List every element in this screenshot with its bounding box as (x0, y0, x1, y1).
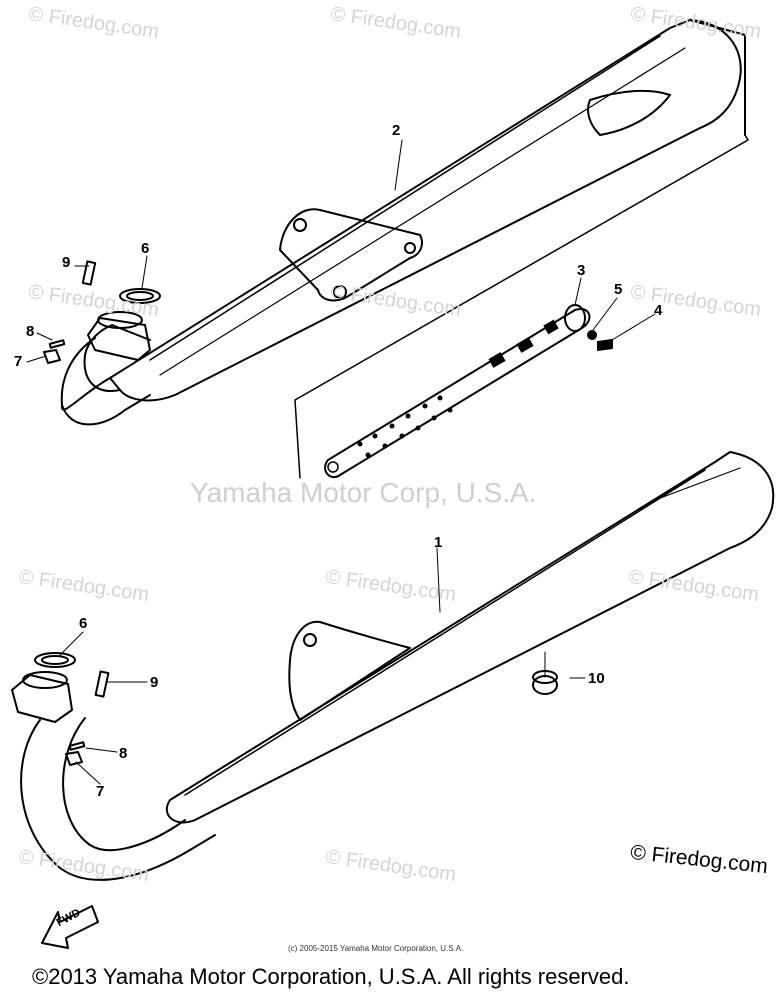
callout-9: 9 (150, 674, 159, 691)
upper-nut (43, 349, 61, 364)
baffle-box-outline (294, 134, 749, 479)
callout-8: 8 (26, 323, 35, 340)
lower-washer (68, 741, 86, 751)
fwd-arrow-shape (41, 905, 99, 949)
upper-muffler-highlight (149, 35, 661, 361)
callout-6: 6 (79, 615, 88, 632)
upper-stud (81, 260, 97, 286)
lower-flange (11, 674, 73, 723)
upper-exhaust-pipe (83, 324, 151, 392)
upper-muffler-highlight-2 (159, 47, 686, 376)
upper-gasket (119, 288, 161, 304)
callout-9: 9 (62, 254, 71, 271)
lower-muffler-highlight (184, 469, 706, 796)
callout-4: 4 (654, 302, 663, 319)
callout-5: 5 (614, 281, 623, 298)
callout-2: 2 (392, 122, 401, 139)
center-watermark: Yamaha Motor Corp, U.S.A. (190, 477, 537, 508)
callout-10: 10 (588, 670, 605, 687)
callout-7: 7 (96, 783, 105, 800)
upper-bracket (279, 208, 423, 302)
baffle-washer (587, 330, 597, 340)
upper-flange (87, 317, 151, 361)
footer-copyright: ©2013 Yamaha Motor Corporation, U.S.A. A… (32, 964, 630, 989)
upper-washer (48, 339, 66, 349)
upper-muffler (109, 19, 742, 402)
lower-gasket (34, 652, 76, 668)
lower-muffler (165, 451, 775, 824)
baffle-tube (324, 308, 591, 479)
lower-exhaust-pipe (20, 719, 216, 881)
callout-6: 6 (141, 240, 150, 257)
lower-muffler-highlight-2 (654, 467, 741, 501)
lower-nut (65, 751, 83, 766)
upper-muffler-cutout (587, 89, 671, 136)
grommet (532, 675, 558, 695)
small-copyright: (c) 2005-2015 Yamaha Motor Corporation, … (288, 944, 464, 953)
lower-bracket (288, 620, 411, 721)
baffle-screw (597, 339, 613, 351)
lower-stud (94, 670, 110, 698)
callout-7: 7 (14, 353, 23, 370)
callout-1: 1 (434, 534, 443, 551)
callout-8: 8 (119, 745, 128, 762)
callout-3: 3 (577, 262, 586, 279)
